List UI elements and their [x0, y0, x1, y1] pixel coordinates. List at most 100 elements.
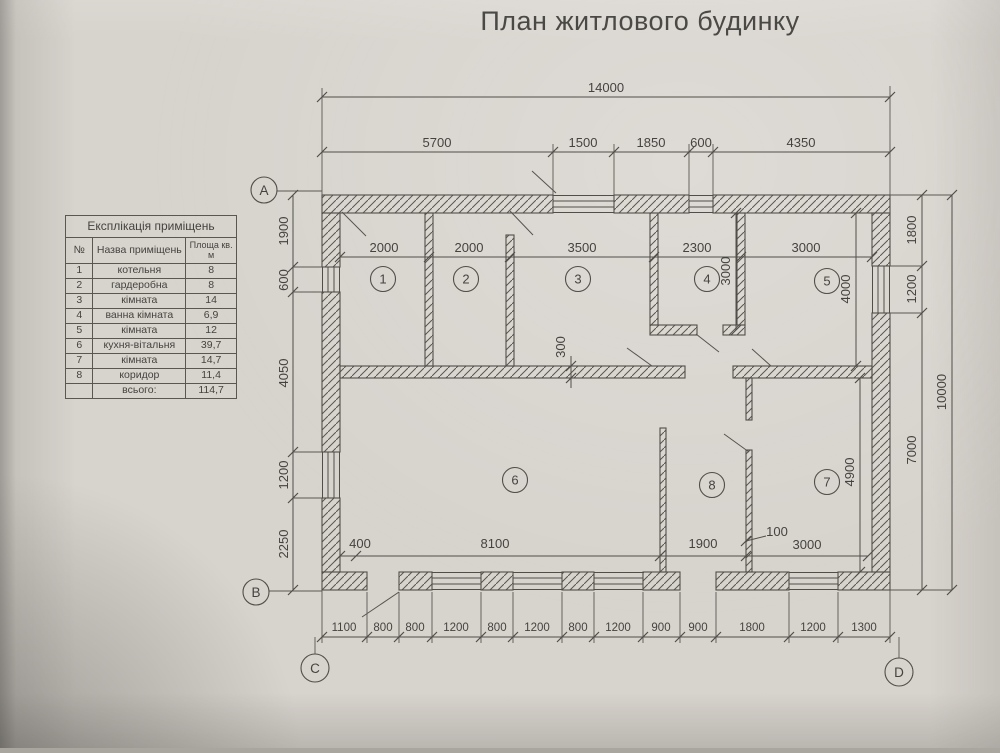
axis-marker-b: B — [242, 578, 270, 606]
dim-label: 1100 — [332, 622, 357, 634]
dim-label: 1800 — [739, 622, 765, 634]
room-number: 3 — [574, 272, 581, 287]
room-number: 5 — [823, 274, 830, 289]
cell-area: 14 — [185, 293, 237, 309]
dim-label: 1500 — [569, 135, 598, 150]
table-row-total: всього:114,7 — [64, 383, 237, 399]
dim-label: 4000 — [838, 275, 853, 304]
dimension-ticks — [287, 91, 958, 643]
dimension-lines — [292, 96, 953, 638]
room-number: 1 — [379, 272, 386, 287]
room-number: 4 — [703, 272, 710, 287]
axis-label: A — [259, 183, 268, 198]
cell-num: 7 — [64, 353, 94, 369]
dim-label: 4350 — [787, 135, 816, 150]
cell-num — [64, 383, 94, 399]
room-number: 8 — [708, 478, 715, 493]
cell-area: 39,7 — [185, 338, 237, 354]
col-header-num: № — [64, 237, 94, 264]
dim-label: 10000 — [934, 374, 949, 410]
axis-label: B — [251, 585, 260, 600]
cell-num: 8 — [64, 368, 94, 384]
walls — [321, 194, 891, 591]
cell-area: 12 — [185, 323, 237, 339]
cell-name: гардеробна — [92, 278, 187, 294]
room-number: 6 — [511, 473, 518, 488]
cell-num: 3 — [64, 293, 94, 309]
cell-name: кімната — [92, 293, 187, 309]
room-marker: 3 — [564, 265, 592, 293]
dim-label: 1200 — [904, 275, 919, 304]
dim-label: 5700 — [423, 135, 452, 150]
dim-label: 2000 — [455, 240, 484, 255]
cell-name: коридор — [92, 368, 187, 384]
room-marker: 2 — [452, 265, 480, 293]
cell-num: 6 — [64, 338, 94, 354]
dim-label: 14000 — [588, 80, 624, 95]
room-marker: 7 — [813, 468, 841, 496]
room-marker: 4 — [693, 265, 721, 293]
dim-label: 2000 — [370, 240, 399, 255]
dim-label: 8100 — [481, 536, 510, 551]
dimension-labels: 14000 5700 1500 1850 600 4350 2000 2000 … — [276, 80, 949, 634]
dim-label: 1200 — [443, 622, 469, 634]
room-number: 7 — [823, 475, 830, 490]
dim-label: 100 — [766, 524, 788, 539]
table-title: Експлікація приміщень — [65, 215, 237, 238]
room-marker: 1 — [369, 265, 397, 293]
dim-label: 400 — [349, 536, 371, 551]
dim-label: 3000 — [718, 257, 733, 286]
room-number: 2 — [462, 272, 469, 287]
dim-label: 600 — [690, 135, 712, 150]
axis-markers: A B C D — [242, 176, 914, 687]
dim-label: 900 — [688, 622, 707, 634]
dim-label: 4050 — [276, 359, 291, 388]
cell-area: 8 — [185, 278, 237, 294]
drawing-title: План житлового будинку — [480, 6, 800, 36]
cell-area: 8 — [185, 263, 237, 279]
dim-label: 600 — [276, 269, 291, 291]
dim-label: 1800 — [904, 216, 919, 245]
dim-label: 300 — [553, 336, 568, 358]
cell-name: ванна кімната — [92, 308, 187, 324]
dim-label: 1900 — [276, 217, 291, 246]
dim-label: 7000 — [904, 436, 919, 465]
axis-marker-a: A — [250, 176, 278, 204]
dim-label: 3000 — [793, 537, 822, 552]
cell-name: всього: — [92, 383, 187, 399]
dim-label: 900 — [651, 622, 670, 634]
axis-marker-c: C — [300, 653, 330, 683]
room-marker: 5 — [813, 267, 841, 295]
axis-label: C — [310, 661, 320, 676]
dim-label: 2300 — [683, 240, 712, 255]
dim-label: 1900 — [689, 536, 718, 551]
cell-area: 11,4 — [185, 368, 237, 384]
cell-name: кімната — [92, 353, 187, 369]
cell-name: кімната — [92, 323, 187, 339]
dim-label: 800 — [373, 622, 392, 634]
room-numbers: 1 2 3 4 5 — [369, 265, 841, 499]
windows — [322, 195, 890, 590]
cell-num: 5 — [64, 323, 94, 339]
dim-label: 1200 — [605, 622, 631, 634]
dim-label: 1200 — [800, 622, 826, 634]
dim-label: 1200 — [276, 461, 291, 490]
axis-label: D — [894, 665, 904, 680]
cell-num: 2 — [64, 278, 94, 294]
dim-label: 800 — [405, 622, 424, 634]
dim-label: 1850 — [637, 135, 666, 150]
dim-label: 4900 — [842, 458, 857, 487]
room-marker: 8 — [698, 471, 726, 499]
dim-label: 1200 — [524, 622, 550, 634]
cell-name: котельня — [92, 263, 187, 279]
cell-num: 1 — [64, 263, 94, 279]
